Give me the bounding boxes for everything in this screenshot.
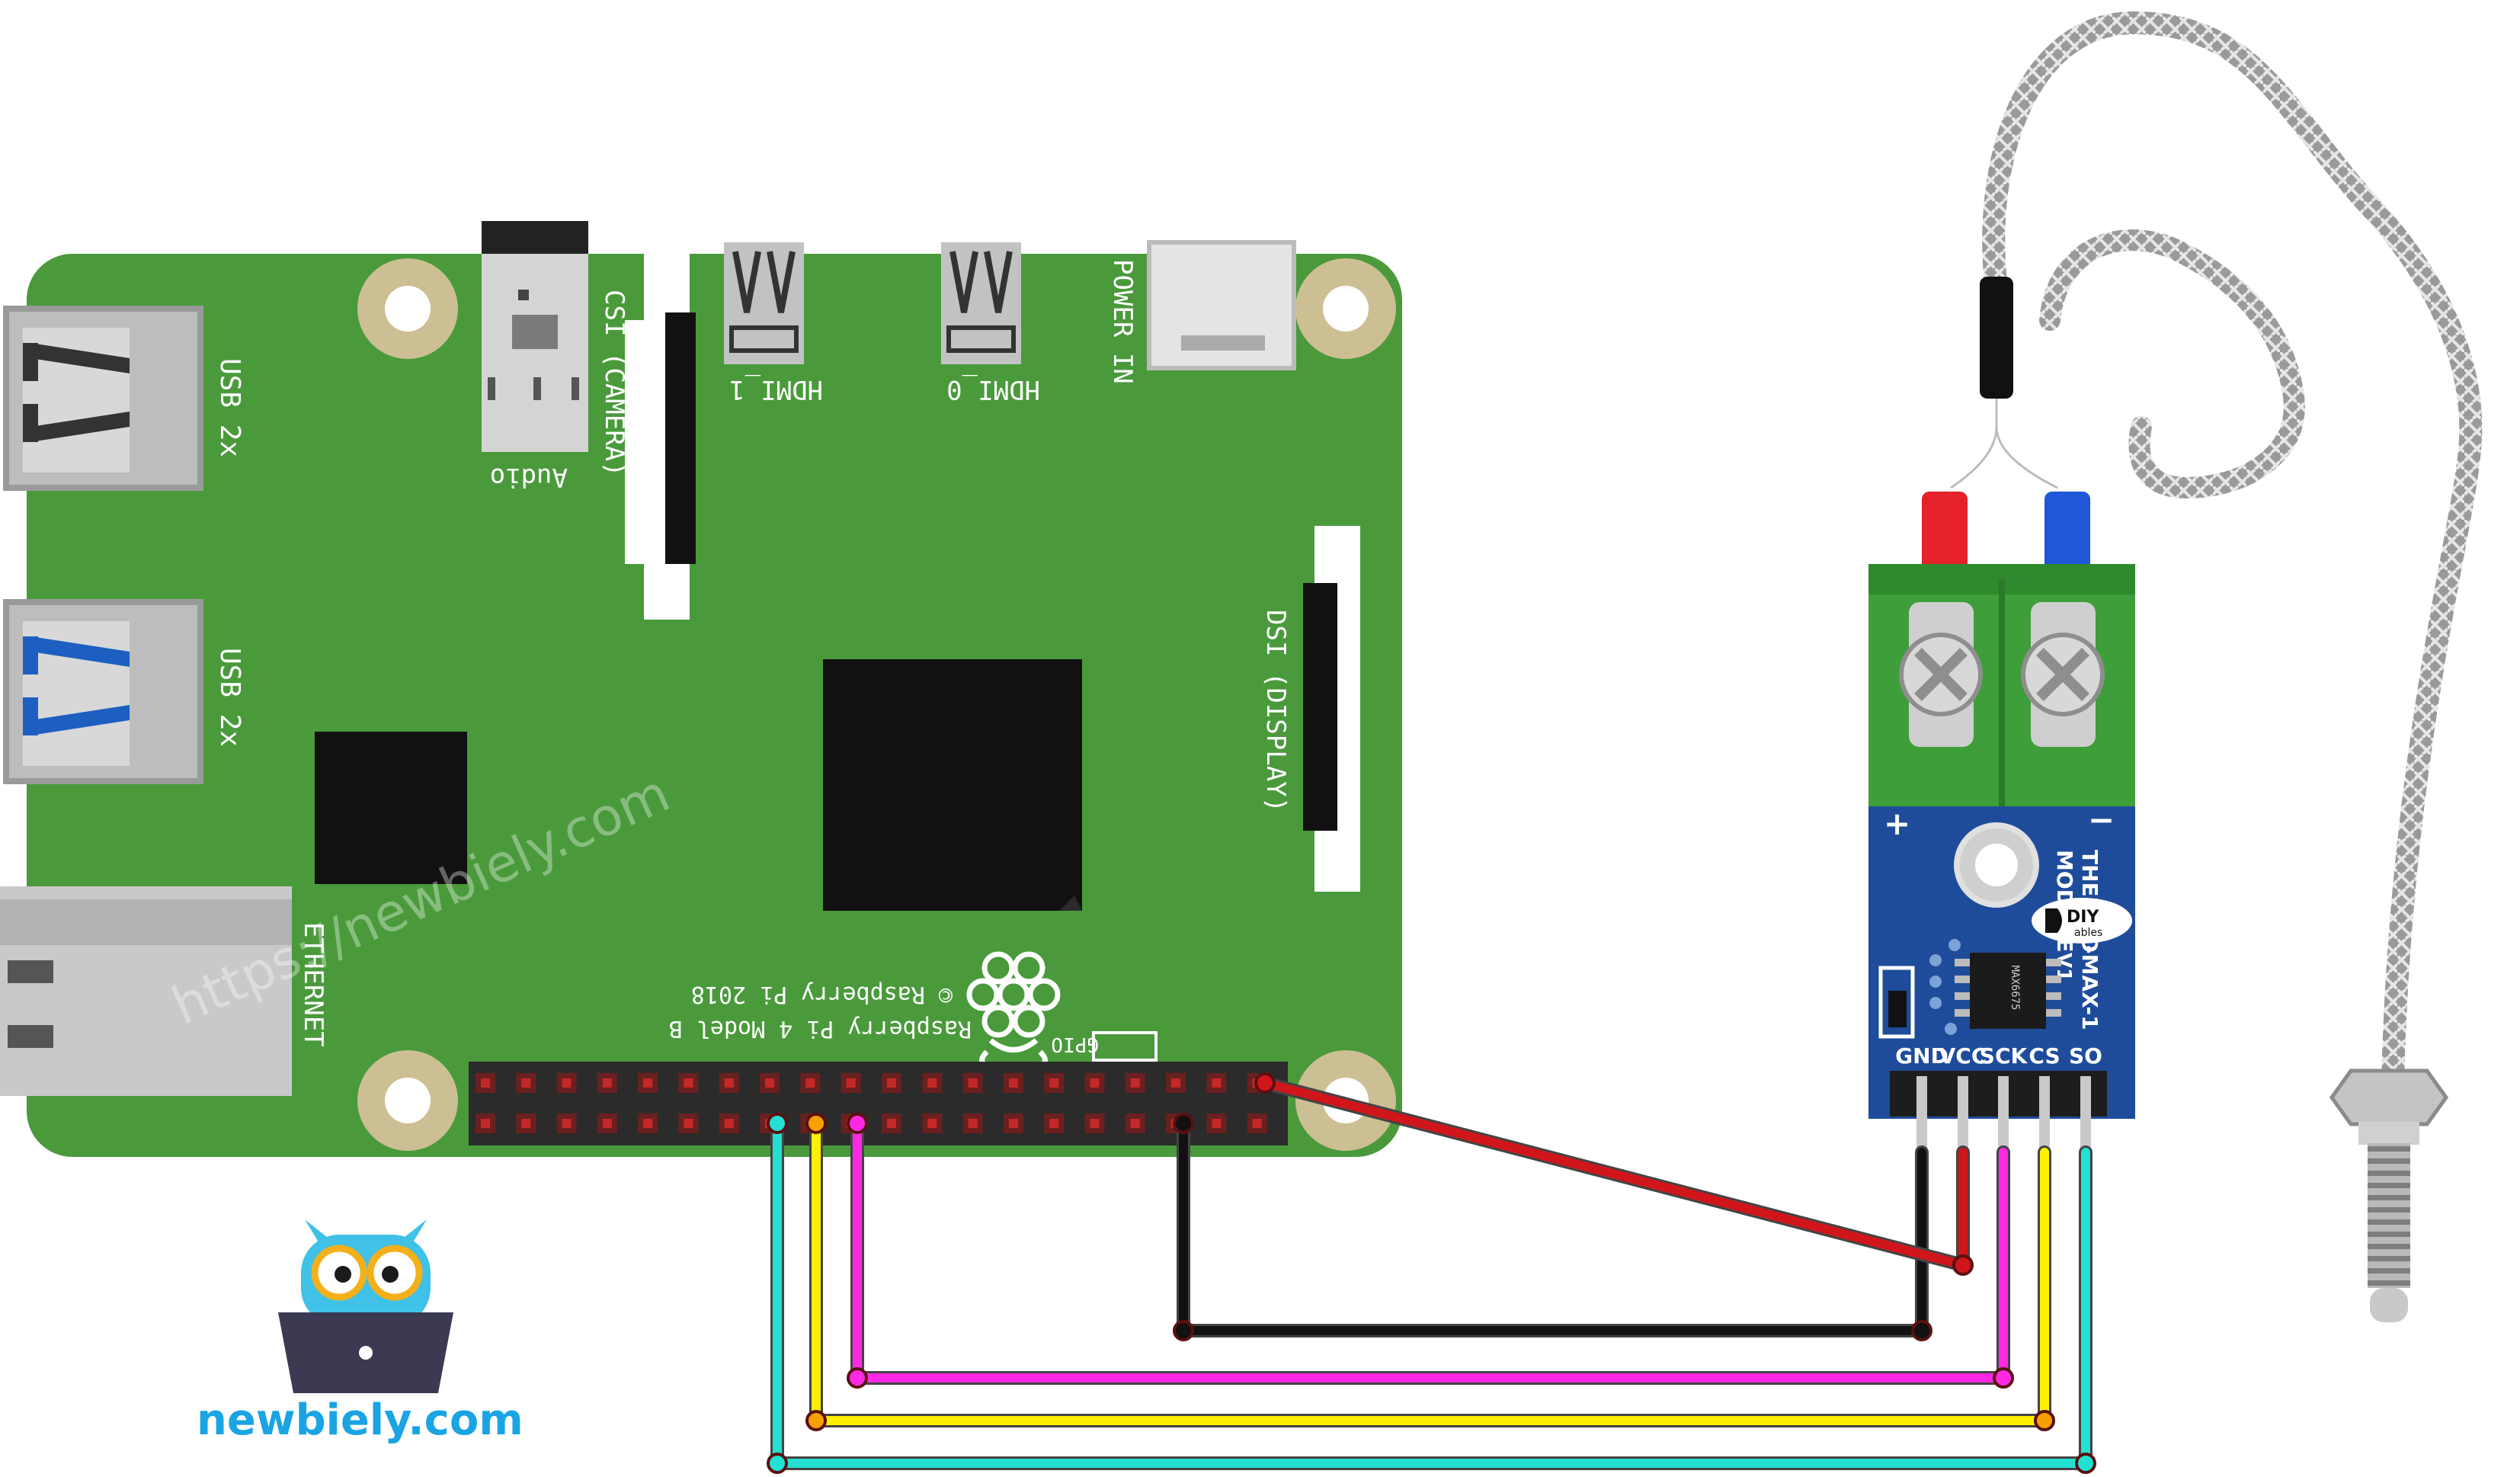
- pin-label-gnd: GND: [1895, 1043, 1948, 1069]
- wire-vcc: [1260, 1078, 1968, 1270]
- newbiely-logo-text: newbiely.com: [197, 1395, 524, 1445]
- wire-sck: [853, 1119, 2008, 1382]
- screw-left-icon: [1899, 602, 1983, 747]
- wire-sck-outline: [850, 1117, 2010, 1385]
- probe-cable: [1982, 11, 2483, 1246]
- csi-label: CSI (CAMERA): [599, 290, 629, 477]
- pin-label-vcc: VCC: [1939, 1043, 1987, 1069]
- module-pin-cs: [2039, 1076, 2050, 1152]
- probe-cable-loop: [2039, 229, 2305, 499]
- ethernet-label: ETHERNET: [298, 922, 328, 1047]
- chip-text: MAX6675: [2009, 965, 2021, 1010]
- wire-cs: [812, 1119, 2049, 1425]
- module-pin-gnd: [1916, 1076, 1927, 1152]
- jumper-wires: [767, 1072, 2096, 1474]
- raspberry-pi-board: USB 2x USB 2x ETHERNET Aud: [0, 221, 1402, 1157]
- usb2-port: [3, 306, 203, 491]
- owl-mascot-icon: [278, 1219, 453, 1393]
- dsi-label: DSI (DISPLAY): [1260, 610, 1291, 812]
- usb3-port: [3, 599, 203, 784]
- pin-label-sck: SCK: [1980, 1043, 2028, 1069]
- max6675-chip: MAX6675: [1955, 953, 2061, 1029]
- diyables-logo-text: DIY: [2067, 908, 2099, 927]
- pin-label-cs: CS: [2028, 1043, 2060, 1069]
- diyables-logo: DIY ables: [2032, 898, 2132, 944]
- module-pin-sck: [1998, 1076, 2009, 1152]
- hdmi1-label: HDMI_1: [729, 374, 823, 405]
- probe-nut: [2329, 1069, 2449, 1126]
- wire-gnd: [1179, 1119, 1926, 1335]
- soc-chip: [823, 659, 1082, 911]
- model-label: Raspberry Pi 4 Model B: [669, 1015, 972, 1042]
- diyables-logo-sub: ables: [2074, 927, 2102, 939]
- thermocouple-module: + − THERMO MODULE -MAX-1 V1 DIY ables MA…: [1868, 492, 2135, 1152]
- module-title-side: -MAX-1: [2077, 945, 2102, 1030]
- hdmi1-port: [724, 242, 804, 364]
- module-pin-so: [2080, 1076, 2091, 1152]
- ethernet-port: [0, 886, 292, 1096]
- wire-so: [773, 1119, 2090, 1468]
- minus-label: −: [2088, 801, 2115, 838]
- probe-thread: [2368, 1143, 2410, 1288]
- thermocouple-probe: [1948, 11, 2483, 1322]
- gpio-label-box: [1092, 1031, 1158, 1062]
- raspberry-logo-icon: [966, 951, 1061, 1070]
- smd-capacitor: [1878, 966, 1915, 1039]
- audio-jack: [482, 221, 588, 452]
- solder-pads: [1929, 939, 1961, 1035]
- power-usbc-port: [1147, 240, 1296, 370]
- plus-label: +: [1884, 805, 1910, 842]
- gpio-header: [469, 1062, 1288, 1145]
- copyright-label: © Raspberry Pi 2018: [691, 981, 953, 1008]
- dsi-connector: [1303, 526, 1360, 892]
- pin-label-so: SO: [2069, 1043, 2102, 1069]
- hdmi0-label: HDMI_0: [946, 374, 1040, 405]
- usb-label-bottom: USB 2x: [214, 648, 245, 747]
- audio-label: Audio: [490, 462, 568, 492]
- module-pins: [1916, 1076, 2091, 1152]
- csi-connector: [625, 254, 696, 620]
- heat-shrink: [1980, 277, 2013, 399]
- hdmi0-port: [941, 242, 1021, 364]
- board-pcb: [27, 254, 1402, 1157]
- module-pin-vcc: [1958, 1076, 1968, 1152]
- power-label: POWER IN: [1107, 259, 1138, 384]
- wire-so-outline: [770, 1117, 2093, 1470]
- gpio-label: GPIO: [1051, 1033, 1099, 1056]
- ram-chip: [315, 732, 467, 884]
- usb-label-top: USB 2x: [214, 358, 245, 457]
- screw-right-icon: [2021, 602, 2105, 747]
- newbiely-logo: newbiely.com: [197, 1219, 524, 1445]
